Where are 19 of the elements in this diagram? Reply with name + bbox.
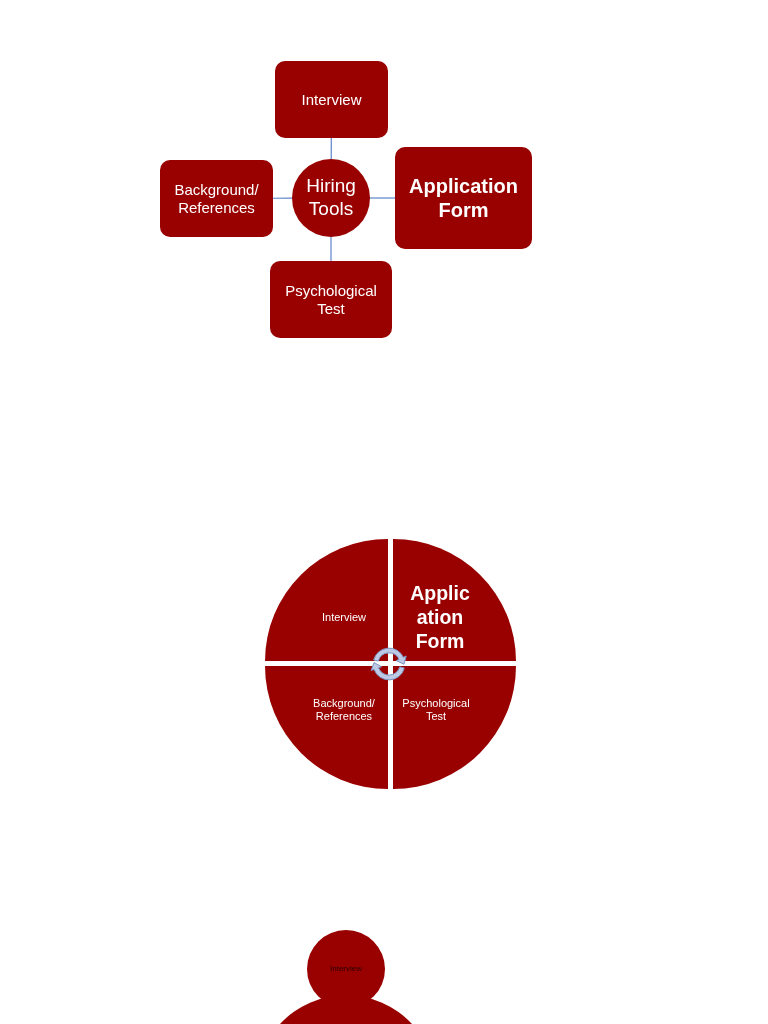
connector-line	[369, 197, 396, 199]
rounded-box	[395, 147, 532, 249]
node-label: Psychological Test	[401, 696, 471, 724]
node-label: Application Form	[408, 174, 519, 222]
node-label: Interview	[329, 964, 363, 974]
rounded-box	[160, 160, 273, 237]
person-silhouette	[280, 930, 412, 1024]
connector-line	[272, 197, 293, 199]
node-label: Interview	[300, 90, 363, 109]
node-label: Background/ References	[173, 180, 260, 217]
node-label: Interview	[321, 611, 367, 625]
rounded-box	[275, 61, 388, 138]
rounded-box	[270, 261, 392, 338]
connector-line	[330, 236, 332, 262]
node-label: Application Form	[409, 582, 471, 654]
connector-line	[330, 137, 332, 160]
node-label: Background/ References	[312, 696, 376, 724]
node-label: Psychological Test	[284, 281, 378, 318]
node-label: Hiring Tools	[305, 175, 357, 221]
